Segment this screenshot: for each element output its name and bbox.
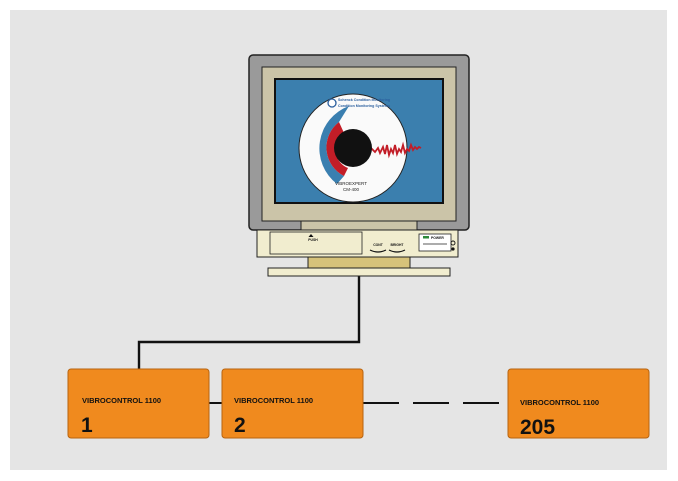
unit-1: VIBROCONTROL 1100 1: [67, 368, 210, 439]
power-led-icon: [451, 247, 455, 251]
push-label: PUSH: [308, 238, 318, 242]
unit-number: 1: [81, 414, 93, 437]
power-button-icon: [450, 240, 456, 246]
cd-label-line-1: VIBROEXPERT: [335, 181, 367, 186]
bus-wiring: [137, 276, 508, 404]
brightness-knob-icon: [388, 249, 406, 253]
diagram-canvas: Schenck Condition Monitoring Condition M…: [10, 10, 667, 470]
eject-icon: [308, 234, 314, 237]
unit-2: VIBROCONTROL 1100 2: [221, 368, 364, 439]
unit-model: VIBROCONTROL 1100: [234, 396, 313, 405]
unit-number: 2: [234, 414, 246, 437]
brand-line-1: Schenck Condition Monitoring: [338, 98, 390, 102]
cd-blue-arc: [319, 106, 349, 184]
unit-box: [221, 368, 364, 439]
brand-line-2: Condition Monitoring Systems: [338, 104, 390, 108]
unit-model: VIBROCONTROL 1100: [520, 398, 599, 407]
contrast-label: CONT: [373, 243, 384, 247]
unit-number: 205: [520, 416, 555, 439]
contrast-knob-icon: [369, 249, 387, 253]
monitor-cable: [137, 276, 361, 369]
monitor-foot: [267, 267, 451, 277]
unit-box: [67, 368, 210, 439]
cd-label-line-2: CM-400: [343, 187, 360, 192]
power-indicator: [423, 236, 429, 239]
cd-disc: Schenck Condition Monitoring Condition M…: [298, 93, 422, 203]
unit-box: [507, 368, 650, 439]
unit-205: VIBROCONTROL 1100 205: [507, 368, 650, 439]
unit-model: VIBROCONTROL 1100: [82, 396, 161, 405]
cd-waveform: [367, 141, 422, 159]
cd-hole: [334, 129, 372, 167]
cd-red-arc: [326, 122, 348, 176]
brightness-label: BRIGHT: [391, 243, 405, 247]
monitor: Schenck Condition Monitoring Condition M…: [248, 54, 470, 277]
brand-logo-icon: [327, 98, 337, 108]
drive-slot: [269, 231, 363, 255]
power-label: POWER: [431, 236, 444, 240]
